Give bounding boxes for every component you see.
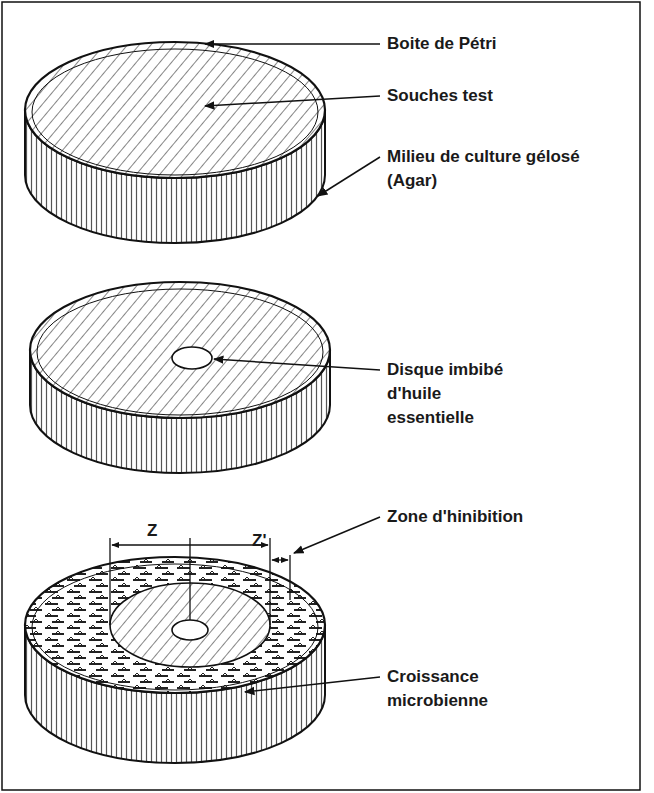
- petri-dish-2: [30, 282, 330, 473]
- paper-disc: [172, 347, 212, 369]
- dimension-label: Z': [250, 529, 268, 553]
- growth-label: Croissance microbienne: [385, 665, 529, 713]
- dish-label: Boite de Pétri: [385, 32, 619, 56]
- petri-dish-1: [25, 42, 325, 243]
- dimension-lines: [110, 538, 290, 625]
- dimension-label: Z: [145, 519, 159, 543]
- disc-label: Disque imbibé d'huile essentielle: [385, 358, 529, 430]
- medium-label: Milieu de culture gélosé (Agar): [385, 145, 624, 193]
- leader-lines: [205, 44, 380, 692]
- frame: [2, 2, 640, 790]
- zone-label: Zone d'hinibition: [385, 505, 619, 529]
- paper-disc: [172, 620, 208, 640]
- strain-label: Souches test: [385, 84, 589, 108]
- petri-dish-3: [25, 557, 325, 763]
